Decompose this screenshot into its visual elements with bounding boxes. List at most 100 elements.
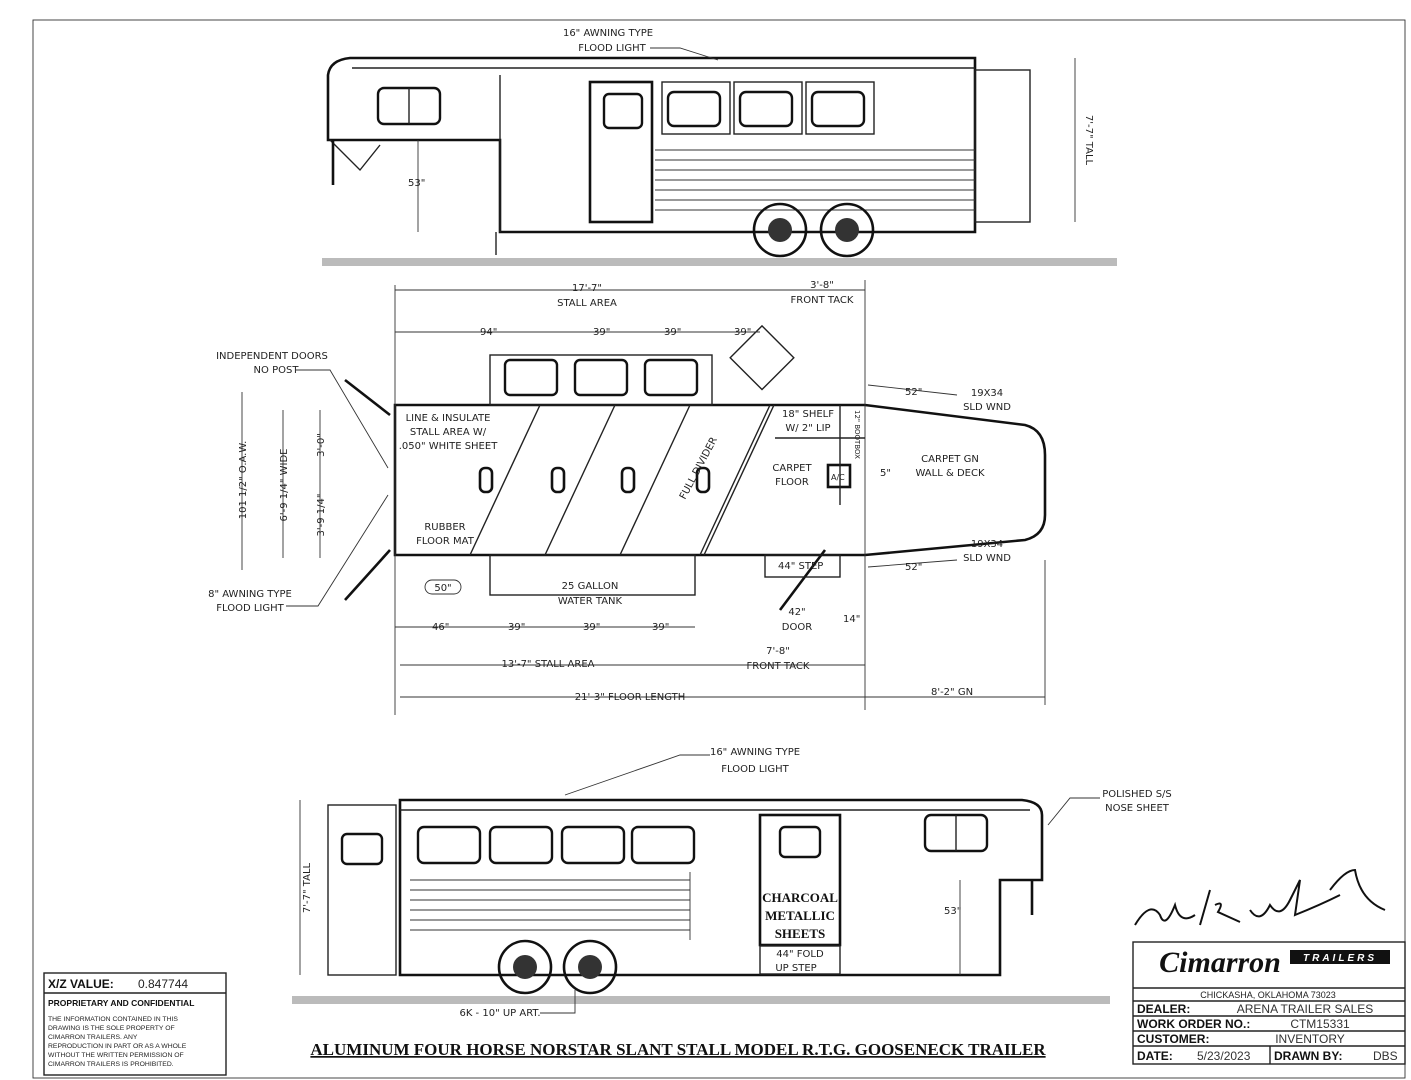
note: STALL AREA W/ — [410, 427, 487, 438]
axle-note: 6K - 10" UP ART. — [459, 1008, 540, 1019]
note: RUBBER — [424, 522, 465, 533]
note: CARPET — [772, 463, 812, 474]
dim-label: FRONT TACK — [791, 295, 854, 306]
trailer-body — [326, 56, 977, 234]
note: SLD WND — [963, 553, 1011, 564]
hitch-dim: 53" — [944, 906, 961, 917]
tie-rings — [478, 466, 711, 494]
proprietary-title: PROPRIETARY AND CONFIDENTIAL — [48, 998, 194, 1008]
wheel — [497, 939, 553, 995]
customer-label: CUSTOMER: — [1137, 1032, 1209, 1046]
light-callout: FLOOD LIGHT — [721, 764, 789, 775]
dim-gn-length: 8'-2" GN — [931, 687, 973, 698]
work-order-label: WORK ORDER NO.: — [1137, 1017, 1250, 1031]
tack-door-window — [729, 324, 795, 391]
height-dim: 7'-7" TALL — [302, 862, 313, 913]
rear-door — [974, 69, 1031, 223]
note: FLOOD LIGHT — [216, 603, 284, 614]
dim-value: 39" — [508, 622, 525, 633]
bottom-elevation: CHARCOAL METALLIC SHEETS 44" FOLD UP STE… — [292, 747, 1172, 1019]
dim-stall-area: 13'-7" STALL AREA — [501, 659, 594, 670]
note: 19X34 — [971, 388, 1003, 399]
note: CHARCOAL — [762, 890, 838, 905]
note: SLD WND — [963, 402, 1011, 413]
location: CHICKASHA, OKLAHOMA 73023 — [1200, 990, 1336, 1000]
wheel — [819, 202, 875, 258]
note: 44" FOLD — [776, 949, 824, 960]
dim-value: 39" — [664, 327, 681, 338]
dim-value: 3'-9 1/4" — [316, 494, 327, 537]
light-callout: 16" AWNING TYPE — [710, 747, 800, 758]
tack-door — [758, 813, 842, 947]
dealer-value: ARENA TRAILER SALES — [1237, 1002, 1374, 1016]
ac-unit — [826, 463, 852, 489]
height-dim: 7'-7" TALL — [1083, 115, 1094, 166]
dim-wide: 6'-9 1/4" WIDE — [279, 449, 290, 522]
dim-value: 52" — [905, 562, 922, 573]
rear-door-swing — [344, 378, 391, 417]
date-label: DATE: — [1137, 1049, 1173, 1063]
wheel — [562, 939, 618, 995]
dim-value: 5" — [880, 468, 891, 479]
proprietary-line: CIMARRON TRAILERS. ANY — [48, 1034, 138, 1041]
note: 18" SHELF — [782, 409, 834, 420]
dim-value: 94" — [480, 327, 497, 338]
dim-value: 39" — [652, 622, 669, 633]
info-box: X/Z VALUE: 0.847744 PROPRIETARY AND CONF… — [43, 972, 227, 1076]
note: 25 GALLON — [562, 581, 619, 592]
dim-label: FRONT TACK — [747, 661, 810, 672]
dim-value: 7'-8" — [766, 646, 790, 657]
dim-label: STALL AREA — [557, 298, 617, 309]
dim-value: 42" — [788, 607, 805, 618]
logo-subtitle: TRAILERS — [1303, 953, 1377, 964]
note: 44" STEP — [778, 561, 823, 572]
top-elevation: 7'-7" TALL 53" 16" AWNING TYPE FLOOD LIG… — [322, 28, 1117, 266]
light-callout: 16" AWNING TYPE — [563, 28, 653, 39]
note: UP STEP — [775, 963, 816, 974]
work-order-value: CTM15331 — [1290, 1017, 1350, 1031]
light-callout: FLOOD LIGHT — [578, 43, 646, 54]
xz-label: X/Z VALUE: — [48, 977, 114, 991]
title-block: Cimarron TRAILERS CHICKASHA, OKLAHOMA 73… — [1132, 941, 1406, 1065]
note: WATER TANK — [558, 596, 623, 607]
step — [764, 554, 841, 578]
note: 12" BOOTBOX — [853, 410, 861, 459]
note: A/C — [831, 473, 845, 482]
note: METALLIC — [765, 908, 835, 923]
note: 8" AWNING TYPE — [208, 589, 292, 600]
drawn-by-value: DBS — [1373, 1049, 1398, 1063]
note: .050" WHITE SHEET — [399, 441, 499, 452]
drop-windows — [489, 354, 713, 406]
sheet-border — [32, 19, 1406, 1079]
note: 19X34 — [971, 539, 1003, 550]
drawing-title: ALUMINUM FOUR HORSE NORSTAR SLANT STALL … — [310, 1040, 1046, 1059]
dealer-label: DEALER: — [1137, 1002, 1190, 1016]
note: FLOOR — [775, 477, 809, 488]
proprietary-line: WITHOUT THE WRITTEN PERMISSION OF — [48, 1052, 184, 1059]
ground-line — [292, 996, 1110, 1004]
proprietary-line: REPRODUCTION IN PART OR AS A WHOLE — [48, 1043, 187, 1050]
cimarron-logo: Cimarron — [1159, 946, 1281, 979]
dim-value: 14" — [843, 614, 860, 625]
note: WALL & DECK — [915, 468, 984, 479]
rear-door-swing — [344, 549, 391, 601]
proprietary-line: DRAWING IS THE SOLE PROPERTY OF — [48, 1025, 175, 1032]
rear-door — [327, 804, 397, 976]
dim-value: 52" — [905, 387, 922, 398]
date-value: 5/23/2023 — [1197, 1049, 1251, 1063]
dim-value: 39" — [583, 622, 600, 633]
dim-stall-area: 17'-7" — [572, 283, 602, 294]
dim-value: 39" — [593, 327, 610, 338]
dim-floor-length: 21'-3" FLOOR LENGTH — [575, 692, 685, 703]
fold-step — [759, 945, 841, 975]
signature — [1134, 868, 1386, 926]
side-door-swing — [778, 549, 827, 611]
drawn-by-label: DRAWN BY: — [1274, 1049, 1342, 1063]
note: CARPET GN — [921, 454, 979, 465]
note: FLOOR MAT — [416, 536, 475, 547]
dim-oaw: 101 1/2" O.A.W. — [238, 441, 249, 520]
dim-value: 3'-0" — [316, 433, 327, 457]
customer-value: INVENTORY — [1275, 1032, 1345, 1046]
plan-view: 17'-7" STALL AREA 3'-8" FRONT TACK 94" 3… — [208, 280, 1047, 715]
